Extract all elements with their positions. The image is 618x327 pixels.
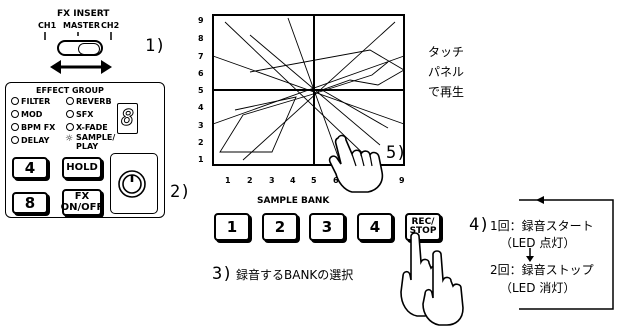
button-8[interactable]: 8 <box>12 192 48 214</box>
caption-line-1: タッチ <box>428 45 465 59</box>
bank-key-3[interactable]: 3 <box>309 213 345 241</box>
fx-onoff-button[interactable]: FX ON/OFF <box>61 189 103 216</box>
effect-panel <box>5 82 165 218</box>
effect-group-title: EFFECT GROUP <box>36 86 104 95</box>
step-2-label: 2) <box>170 182 191 202</box>
hold-button[interactable]: HOLD <box>62 157 102 179</box>
led-icon <box>66 123 74 131</box>
y-tick: 7 <box>198 52 204 61</box>
x-tick: 6 <box>333 176 339 185</box>
y-tick: 8 <box>198 34 204 43</box>
x-tick: 5 <box>311 176 317 185</box>
led-icon <box>11 136 19 144</box>
x-tick: 1 <box>225 176 231 185</box>
fx-insert-ch2: CH2 <box>101 21 120 30</box>
led-icon <box>11 97 19 105</box>
step-4-label: 4) <box>469 215 490 235</box>
effect-reverb[interactable]: REVERB <box>66 97 112 106</box>
x-tick: 3 <box>269 176 275 185</box>
step-5-label: 5) <box>386 143 407 163</box>
step-3-label: 3) <box>212 264 233 284</box>
hand-icon <box>328 134 384 193</box>
led-icon <box>11 123 19 131</box>
knob-icon[interactable] <box>117 169 147 199</box>
effect-sfx[interactable]: SFX <box>66 110 93 119</box>
effect-mod[interactable]: MOD <box>11 110 42 119</box>
led-icon <box>11 110 19 118</box>
y-tick: 1 <box>198 155 204 164</box>
y-tick: 9 <box>198 16 204 25</box>
first-press-label: 1回：録音スタート <box>490 219 594 233</box>
effect-filter[interactable]: FILTER <box>11 97 50 106</box>
knob-area <box>110 153 158 214</box>
bank-key-2[interactable]: 2 <box>262 213 298 241</box>
effect-sample-play[interactable]: ☼ SAMPLE/ PLAY <box>65 133 116 151</box>
effect-x-fade[interactable]: X-FADE <box>66 123 108 132</box>
fx-insert-switch[interactable] <box>57 40 103 56</box>
x-tick: 2 <box>247 176 253 185</box>
hands-icon <box>400 232 464 326</box>
second-press-sub: （LED 消灯） <box>500 281 576 295</box>
caption-line-3: で再生 <box>428 85 465 99</box>
lit-led-icon: ☼ <box>65 134 74 144</box>
caption-line-2: パネル <box>428 65 465 79</box>
fx-insert-master: MASTER <box>63 21 100 30</box>
switch-knob[interactable] <box>78 43 100 55</box>
x-tick: 4 <box>290 176 296 185</box>
second-press-label: 2回：録音ストップ <box>490 263 594 277</box>
effect-bpm-fx[interactable]: BPM FX <box>11 123 55 132</box>
y-tick: 2 <box>198 138 204 147</box>
sample-bank-title: SAMPLE BANK <box>257 196 330 206</box>
y-tick: 3 <box>198 121 204 130</box>
effect-delay[interactable]: DELAY <box>11 136 49 145</box>
step-1-label: 1) <box>145 36 166 56</box>
button-4[interactable]: 4 <box>12 157 48 179</box>
y-tick: 5 <box>198 86 204 95</box>
led-icon <box>66 97 74 105</box>
fx-insert-ch1: CH1 <box>38 21 57 30</box>
led-icon <box>66 110 74 118</box>
bank-key-4[interactable]: 4 <box>357 213 393 241</box>
first-press-sub: （LED 点灯） <box>500 236 576 250</box>
step-3-text: 録音するBANKの選択 <box>236 268 354 282</box>
double-arrow-icon <box>50 60 112 74</box>
bank-key-1[interactable]: 1 <box>214 213 250 241</box>
x-tick: 9 <box>399 176 405 185</box>
y-tick: 6 <box>198 69 204 78</box>
fx-insert-title: FX INSERT <box>57 9 110 19</box>
seven-segment-display: 8 <box>117 103 138 134</box>
y-tick: 4 <box>198 103 204 112</box>
